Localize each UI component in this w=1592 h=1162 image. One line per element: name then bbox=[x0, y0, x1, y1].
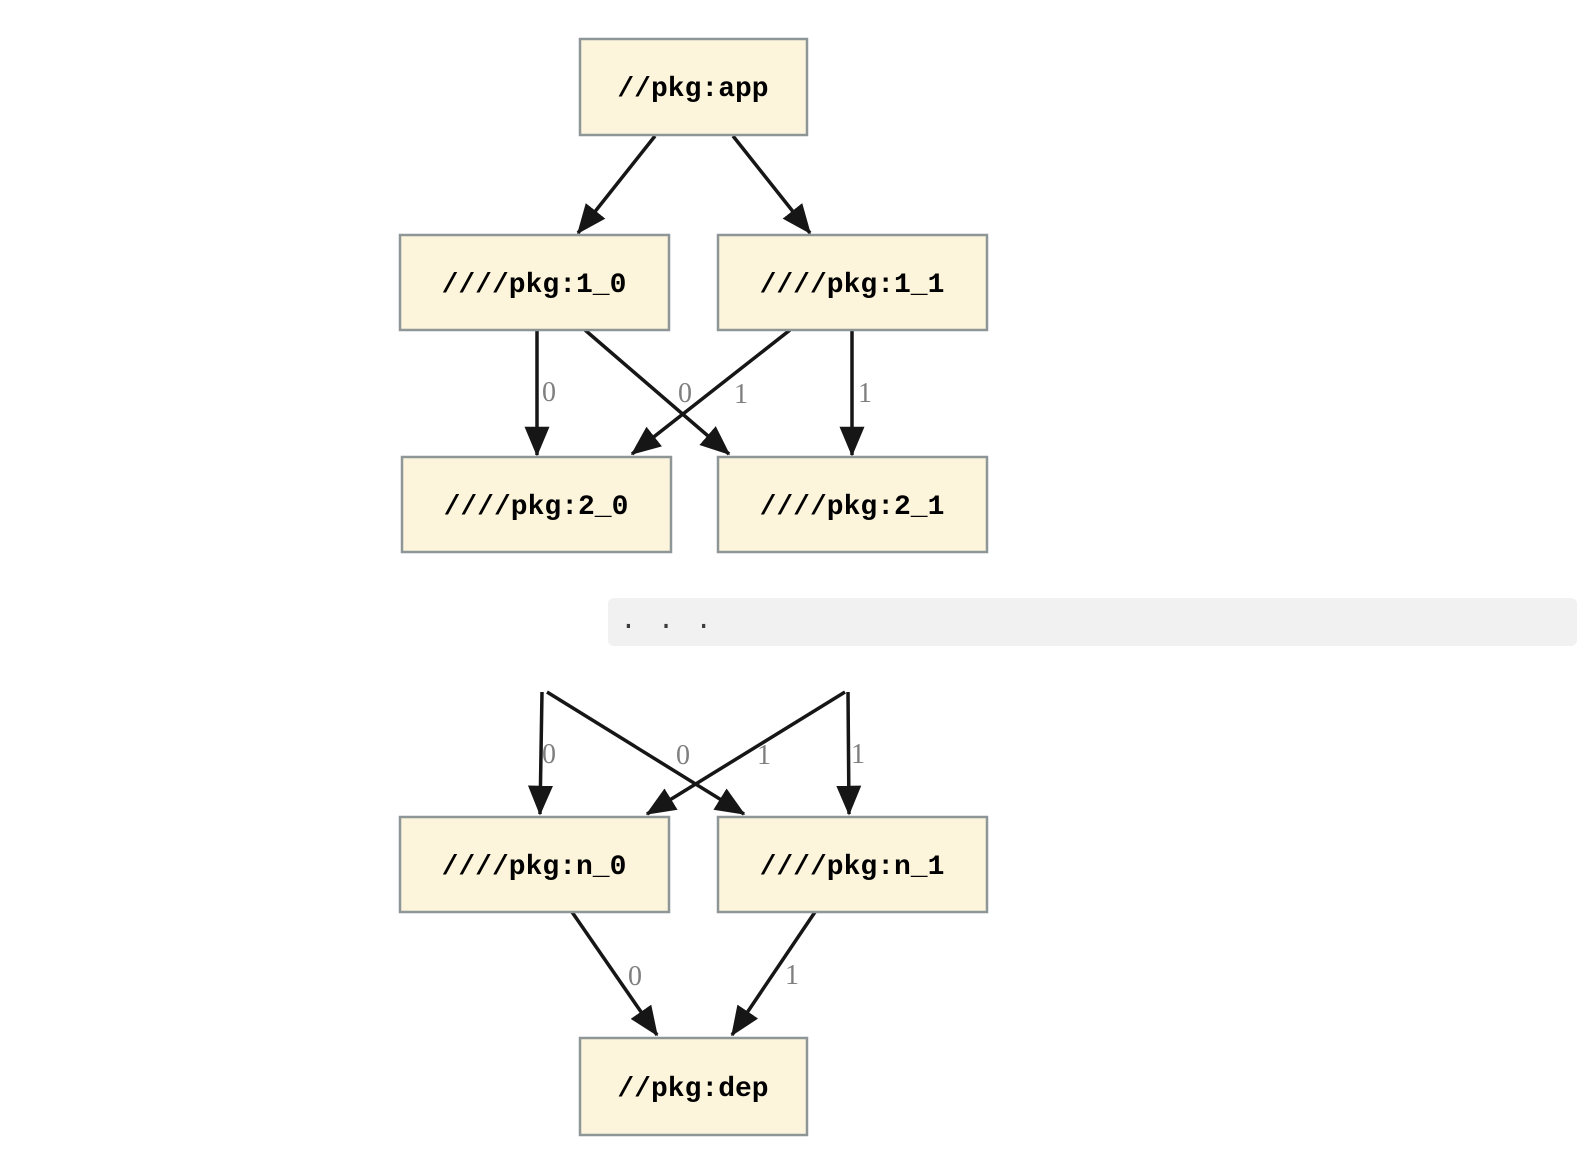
node-pkg-n_1-label: ////pkg:n_1 bbox=[760, 852, 945, 883]
node-pkg-app-label: //pkg:app bbox=[617, 74, 768, 105]
node-pkg-2_0-label: ////pkg:2_0 bbox=[444, 492, 629, 523]
edge-label: 1 bbox=[785, 960, 799, 991]
edge-label: 0 bbox=[542, 739, 556, 770]
edge-label: 1 bbox=[757, 740, 771, 771]
edge-prev_1-to-n_0 bbox=[645, 690, 846, 816]
edge-prev_0-to-n_0 bbox=[527, 691, 553, 816]
edge-label: 0 bbox=[678, 378, 692, 409]
node-pkg-n_0-label: ////pkg:n_0 bbox=[442, 852, 627, 883]
node-pkg-dep-label: //pkg:dep bbox=[617, 1074, 768, 1105]
edge-prev_0-to-n_1 bbox=[546, 690, 746, 816]
node-pkg-1_1-label: ////pkg:1_1 bbox=[760, 270, 945, 301]
node-pkg-2_0-box bbox=[400, 455, 673, 554]
node-pkg-app-box bbox=[578, 37, 809, 137]
edge-label: 1 bbox=[851, 739, 865, 770]
ellipsis-code-block: . . . bbox=[608, 598, 1577, 646]
node-pkg-n_0: ////pkg:n_0 bbox=[398, 815, 671, 914]
edge-app-to-1_1 bbox=[731, 134, 812, 235]
node-pkg-n_1-box bbox=[716, 815, 989, 914]
node-pkg-1_0-label: ////pkg:1_0 bbox=[442, 270, 627, 301]
edge-app-to-1_0 bbox=[576, 134, 657, 235]
node-pkg-2_0: ////pkg:2_0 bbox=[400, 455, 673, 554]
node-pkg-dep-box bbox=[578, 1036, 809, 1137]
node-pkg-n_1: ////pkg:n_1 bbox=[716, 815, 989, 914]
node-pkg-app: //pkg:app bbox=[578, 37, 809, 137]
node-pkg-1_0: ////pkg:1_0 bbox=[398, 233, 671, 332]
edge-label: 0 bbox=[676, 740, 690, 771]
edge-n_0-to-dep bbox=[570, 911, 659, 1037]
edge-label: 0 bbox=[542, 377, 556, 408]
node-pkg-2_1-box bbox=[716, 455, 989, 554]
edge-n_1-to-dep bbox=[730, 911, 817, 1037]
edge-label: 1 bbox=[858, 378, 872, 409]
edge-label: 1 bbox=[734, 379, 748, 410]
node-pkg-1_1-box bbox=[716, 233, 989, 332]
node-pkg-2_1-label: ////pkg:2_1 bbox=[760, 492, 945, 523]
node-pkg-1_0-box bbox=[398, 233, 671, 332]
node-pkg-1_1: ////pkg:1_1 bbox=[716, 233, 989, 332]
edge-1_0-to-2_1 bbox=[583, 328, 731, 456]
edge-1_1-to-2_0 bbox=[630, 328, 792, 456]
node-pkg-n_0-box bbox=[398, 815, 671, 914]
node-pkg-dep: //pkg:dep bbox=[578, 1036, 809, 1137]
edge-label: 0 bbox=[628, 961, 642, 992]
edge-prev_1-to-n_1 bbox=[836, 691, 862, 816]
node-pkg-2_1: ////pkg:2_1 bbox=[716, 455, 989, 554]
